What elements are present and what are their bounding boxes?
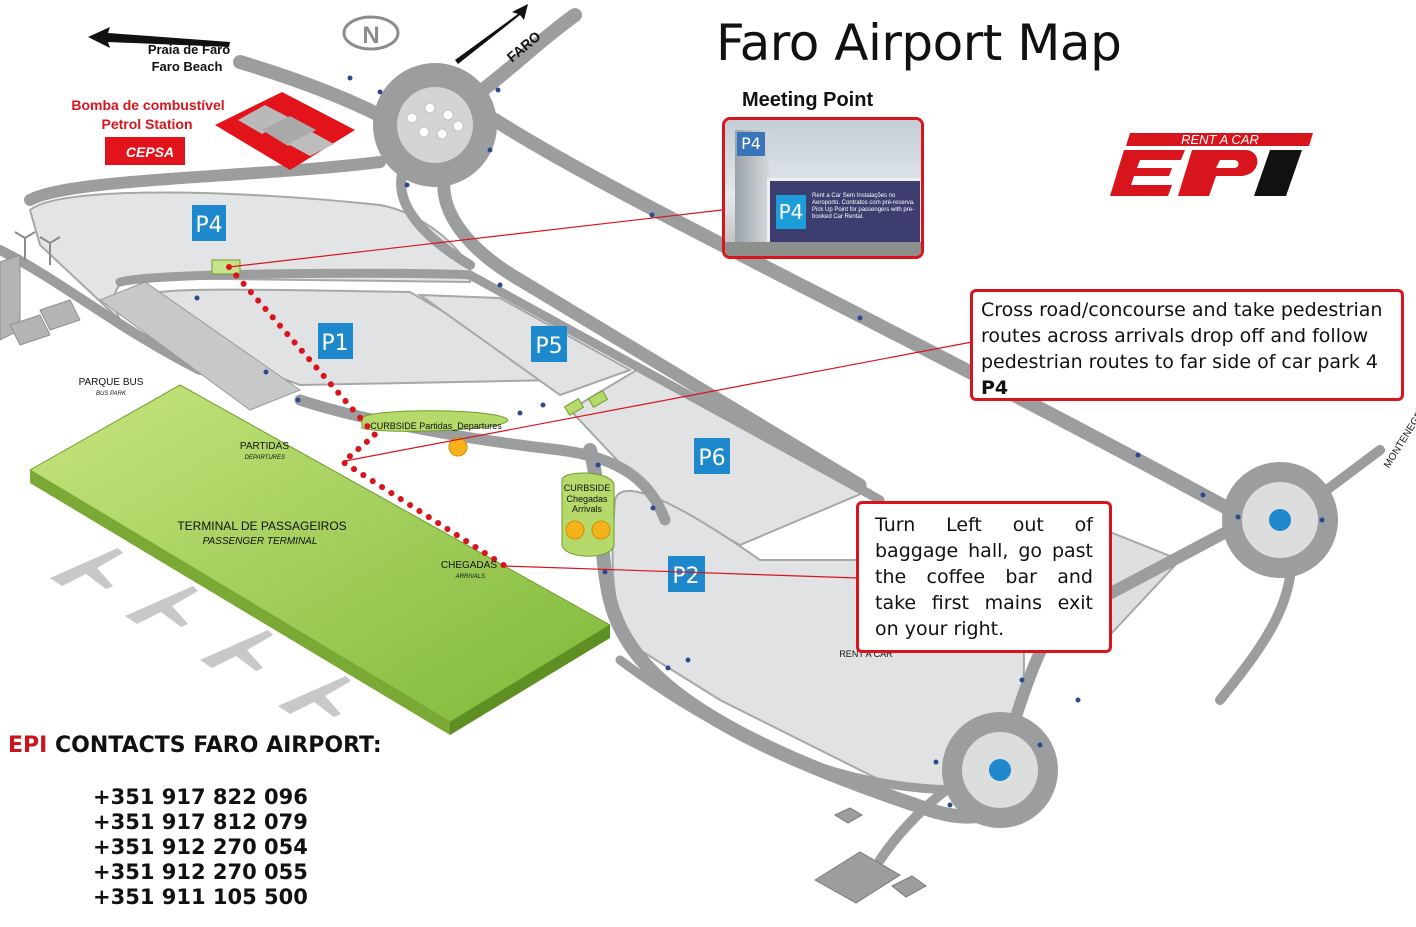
petrol-station-line2: Petrol Station <box>101 116 192 132</box>
arrivals-label-en: ARRIVALS <box>455 574 485 580</box>
terminal-label: TERMINAL DE PASSAGEIROS <box>177 519 346 533</box>
terminal-label-en: PASSENGER TERMINAL <box>203 536 318 547</box>
west-arrow-icon <box>88 27 230 48</box>
departures-label: PARTIDAS <box>240 441 289 452</box>
phone-list: +351 917 822 096 +351 917 812 079 +351 9… <box>93 785 308 910</box>
south-buildings <box>814 807 927 904</box>
parking-sign-p5: P5 <box>531 326 567 362</box>
curbside-arrivals-label-1: CURBSIDE <box>564 483 611 493</box>
phone-number: +351 917 822 096 <box>93 785 308 809</box>
meeting-point-label: Meeting Point <box>742 89 874 111</box>
arrivals-label: CHEGADAS <box>441 560 497 571</box>
rent-a-car-area-label: RENT A CAR <box>839 649 893 659</box>
walking-route <box>226 264 508 569</box>
compass-icon <box>342 15 400 51</box>
airplanes <box>50 548 351 717</box>
meeting-point-photo: P4 P4 Rent a Car Sem Instalações no Aero… <box>722 117 924 259</box>
parking-p1-label: P1 <box>321 331 348 356</box>
phone-number: +351 917 812 079 <box>93 810 308 834</box>
curbside-arrivals-label-3: Arrivals <box>572 504 603 514</box>
parking-sign-p2: P2 <box>668 556 705 592</box>
taxi-icon <box>448 437 468 457</box>
east-direction: MONTENEGRO <box>1382 402 1416 470</box>
compass-letter: N <box>362 22 379 49</box>
instruction-callout-car-park: Cross road/concourse and take pedestrian… <box>970 289 1404 401</box>
contacts-heading-text: CONTACTS FARO AIRPORT: <box>55 733 382 758</box>
parking-sign-p6: P6 <box>694 438 730 474</box>
parking-p5-label: P5 <box>535 334 562 359</box>
west-direction-line2: Faro Beach <box>152 59 223 74</box>
phone-number: +351 912 270 054 <box>93 835 308 859</box>
roundabouts <box>373 63 1338 828</box>
phone-number: +351 911 105 500 <box>93 885 308 909</box>
parking-sign-p1: P1 <box>318 323 353 359</box>
roundabout-statues <box>406 102 464 140</box>
airplane-icon <box>125 586 198 627</box>
phone-number: +351 912 270 055 <box>93 860 308 884</box>
parking-signs: P4 P1 P5 P6 P2 <box>192 205 730 592</box>
parking-p2-label: P2 <box>672 564 699 589</box>
kiosk-p5 <box>563 389 609 417</box>
instruction-callout-car-park-bold: P4 <box>981 377 1009 399</box>
airplane-icon <box>50 548 123 589</box>
page-title: Faro Airport Map <box>716 14 1122 72</box>
instruction-callout-car-park-text: Cross road/concourse and take pedestrian… <box>981 299 1383 373</box>
bus-park <box>98 281 302 411</box>
curbside-departures-label: CURBSIDE Partidas_Departures <box>370 421 502 431</box>
petrol-station-building <box>215 92 355 170</box>
terminal-building <box>29 384 611 735</box>
north-east-arrow-icon <box>455 4 528 64</box>
photo-board: P4 Rent a Car Sem Instalações no Aeropor… <box>767 178 921 254</box>
west-direction-line1: Praia de Faro <box>148 42 230 57</box>
parking-sign-p4: P4 <box>192 205 226 241</box>
petrol-station-line1: Bomba de combustível <box>71 97 224 113</box>
west-buildings <box>0 254 81 346</box>
departures-label-en: DEPARTURES <box>245 455 285 461</box>
airplane-icon <box>200 630 273 671</box>
curbside-arrivals-label-2: Chegadas <box>566 494 608 504</box>
contacts-heading: EPI CONTACTS FARO AIRPORT: <box>8 733 382 758</box>
photo-board-text: Rent a Car Sem Instalações no Aeroporto.… <box>812 193 915 220</box>
bus-park-label: PARQUE BUS <box>79 377 144 388</box>
airplane-icon <box>278 676 351 717</box>
epi-logo <box>1110 133 1313 196</box>
parking-area-p5 <box>416 293 633 397</box>
photo-parking-sign: P4 <box>737 132 765 156</box>
taxi-icons <box>448 437 611 540</box>
taxi-icon <box>591 520 611 540</box>
traffic-arrows <box>194 75 1325 808</box>
taxi-icon <box>565 520 585 540</box>
leader-lines <box>228 209 973 579</box>
parking-p4-label: P4 <box>195 213 222 238</box>
instruction-callout-baggage-hall-text: Turn Left out of baggage hall, go past t… <box>875 514 1093 640</box>
cepsa-badge <box>105 137 185 165</box>
bus-park-label-en: BUS PARK <box>96 391 127 397</box>
palm-trees <box>14 231 61 265</box>
parking-p6-label: P6 <box>698 446 725 471</box>
instruction-callout-baggage-hall: Turn Left out of baggage hall, go past t… <box>856 501 1112 653</box>
contacts-brand: EPI <box>8 733 48 758</box>
cepsa-label: CEPSA <box>126 144 174 160</box>
photo-board-parking-sign: P4 <box>776 195 806 229</box>
epi-tagline: RENT A CAR <box>1181 132 1259 147</box>
